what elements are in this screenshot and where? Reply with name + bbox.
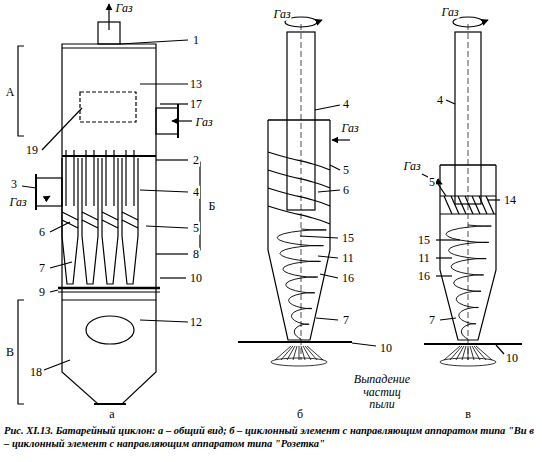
- callout-number: 4: [436, 94, 444, 107]
- callout-number: 10: [189, 272, 203, 285]
- callout-number: 10: [505, 352, 519, 365]
- callout-number: 7: [428, 314, 436, 327]
- flow-label: Газ: [340, 122, 359, 135]
- callout-number: 14: [503, 194, 517, 207]
- callout-number: 19: [25, 144, 39, 157]
- drawing-stroke: [62, 158, 78, 284]
- drawing-stroke: [105, 150, 106, 206]
- drawing-stroke: [268, 206, 330, 224]
- drawing-stroke: [85, 150, 86, 206]
- callout-number: 5: [342, 164, 350, 177]
- drawing-stroke: [65, 150, 66, 206]
- callout-number: 15: [341, 232, 355, 245]
- flow-label: Газ: [272, 8, 291, 21]
- callout-number: 18: [29, 366, 43, 379]
- flow-label: Выпадение частиц пыли: [350, 373, 414, 411]
- callout-number: 6: [342, 184, 350, 197]
- callout-number: 4: [342, 98, 350, 111]
- flow-label: Газ: [194, 116, 213, 129]
- callout-number: 2: [192, 154, 200, 167]
- drawing-stroke: [93, 150, 94, 206]
- screw-vane-element: [238, 17, 376, 366]
- drawing-stroke: [440, 358, 496, 366]
- drawing-stroke: [486, 196, 494, 214]
- drawing-stroke: [82, 212, 98, 228]
- drawing-stroke: [133, 150, 134, 206]
- callout-number: 16: [417, 270, 431, 283]
- drawing-stroke: [465, 196, 473, 214]
- flow-label: Газ: [114, 2, 133, 15]
- drawing-stroke: [125, 150, 126, 206]
- drawing-stroke: [268, 170, 330, 188]
- callout-number: 16: [341, 272, 355, 285]
- drawing-stroke: [271, 358, 327, 366]
- drawing-stroke: [102, 158, 118, 284]
- flow-label: Газ: [8, 196, 27, 209]
- callout-number: 9: [38, 286, 46, 299]
- callout-number: 11: [417, 252, 431, 265]
- drawing-stroke: [479, 196, 487, 214]
- callout-number: 6: [38, 226, 46, 239]
- callout-number: 13: [189, 78, 203, 91]
- callout-number: а: [108, 408, 115, 421]
- drawing-stroke: [102, 212, 118, 228]
- drawing-stroke: [122, 158, 138, 284]
- drawing-stroke: [446, 225, 491, 339]
- drawing-stroke: [82, 158, 98, 284]
- callout-number: 8: [192, 248, 200, 261]
- flow-label: Газ: [402, 160, 421, 173]
- drawing-stroke: [113, 150, 114, 206]
- callout-number: 7: [342, 314, 350, 327]
- flow-label: Газ: [440, 6, 459, 19]
- drawing-stroke: [472, 196, 480, 214]
- drawing-stroke: [62, 212, 78, 228]
- callout-number: 12: [189, 316, 203, 329]
- callout-number: А: [5, 86, 16, 99]
- callout-number: б: [296, 408, 304, 421]
- callout-number: 15: [417, 234, 431, 247]
- drawing-stroke: [451, 196, 459, 214]
- drawing-stroke: [122, 212, 138, 228]
- callout-number: 5: [428, 176, 436, 189]
- drawing-stroke: [444, 196, 452, 214]
- callout-number: Б: [208, 200, 217, 213]
- callout-number: 7: [38, 262, 46, 275]
- callout-number: 10: [379, 342, 393, 355]
- drawing-stroke: [268, 152, 330, 170]
- callout-number: В: [5, 346, 15, 359]
- general-view: [18, 4, 200, 404]
- drawing-stroke: [458, 196, 466, 214]
- callout-number: 1: [192, 34, 200, 47]
- callout-number: 11: [341, 252, 355, 265]
- figure-caption: Рис. XI.13. Батарейный циклон: а – общий…: [4, 425, 538, 450]
- callout-number: 3: [10, 178, 18, 191]
- drawing-stroke: [268, 188, 330, 206]
- drawing-stroke: [73, 150, 74, 206]
- drawing-stroke: [277, 229, 326, 339]
- callout-number: 5: [192, 222, 200, 235]
- rosette-element: [422, 17, 522, 366]
- callout-number: 4: [192, 186, 200, 199]
- callout-number: 17: [189, 98, 203, 111]
- callout-number: в: [464, 408, 472, 421]
